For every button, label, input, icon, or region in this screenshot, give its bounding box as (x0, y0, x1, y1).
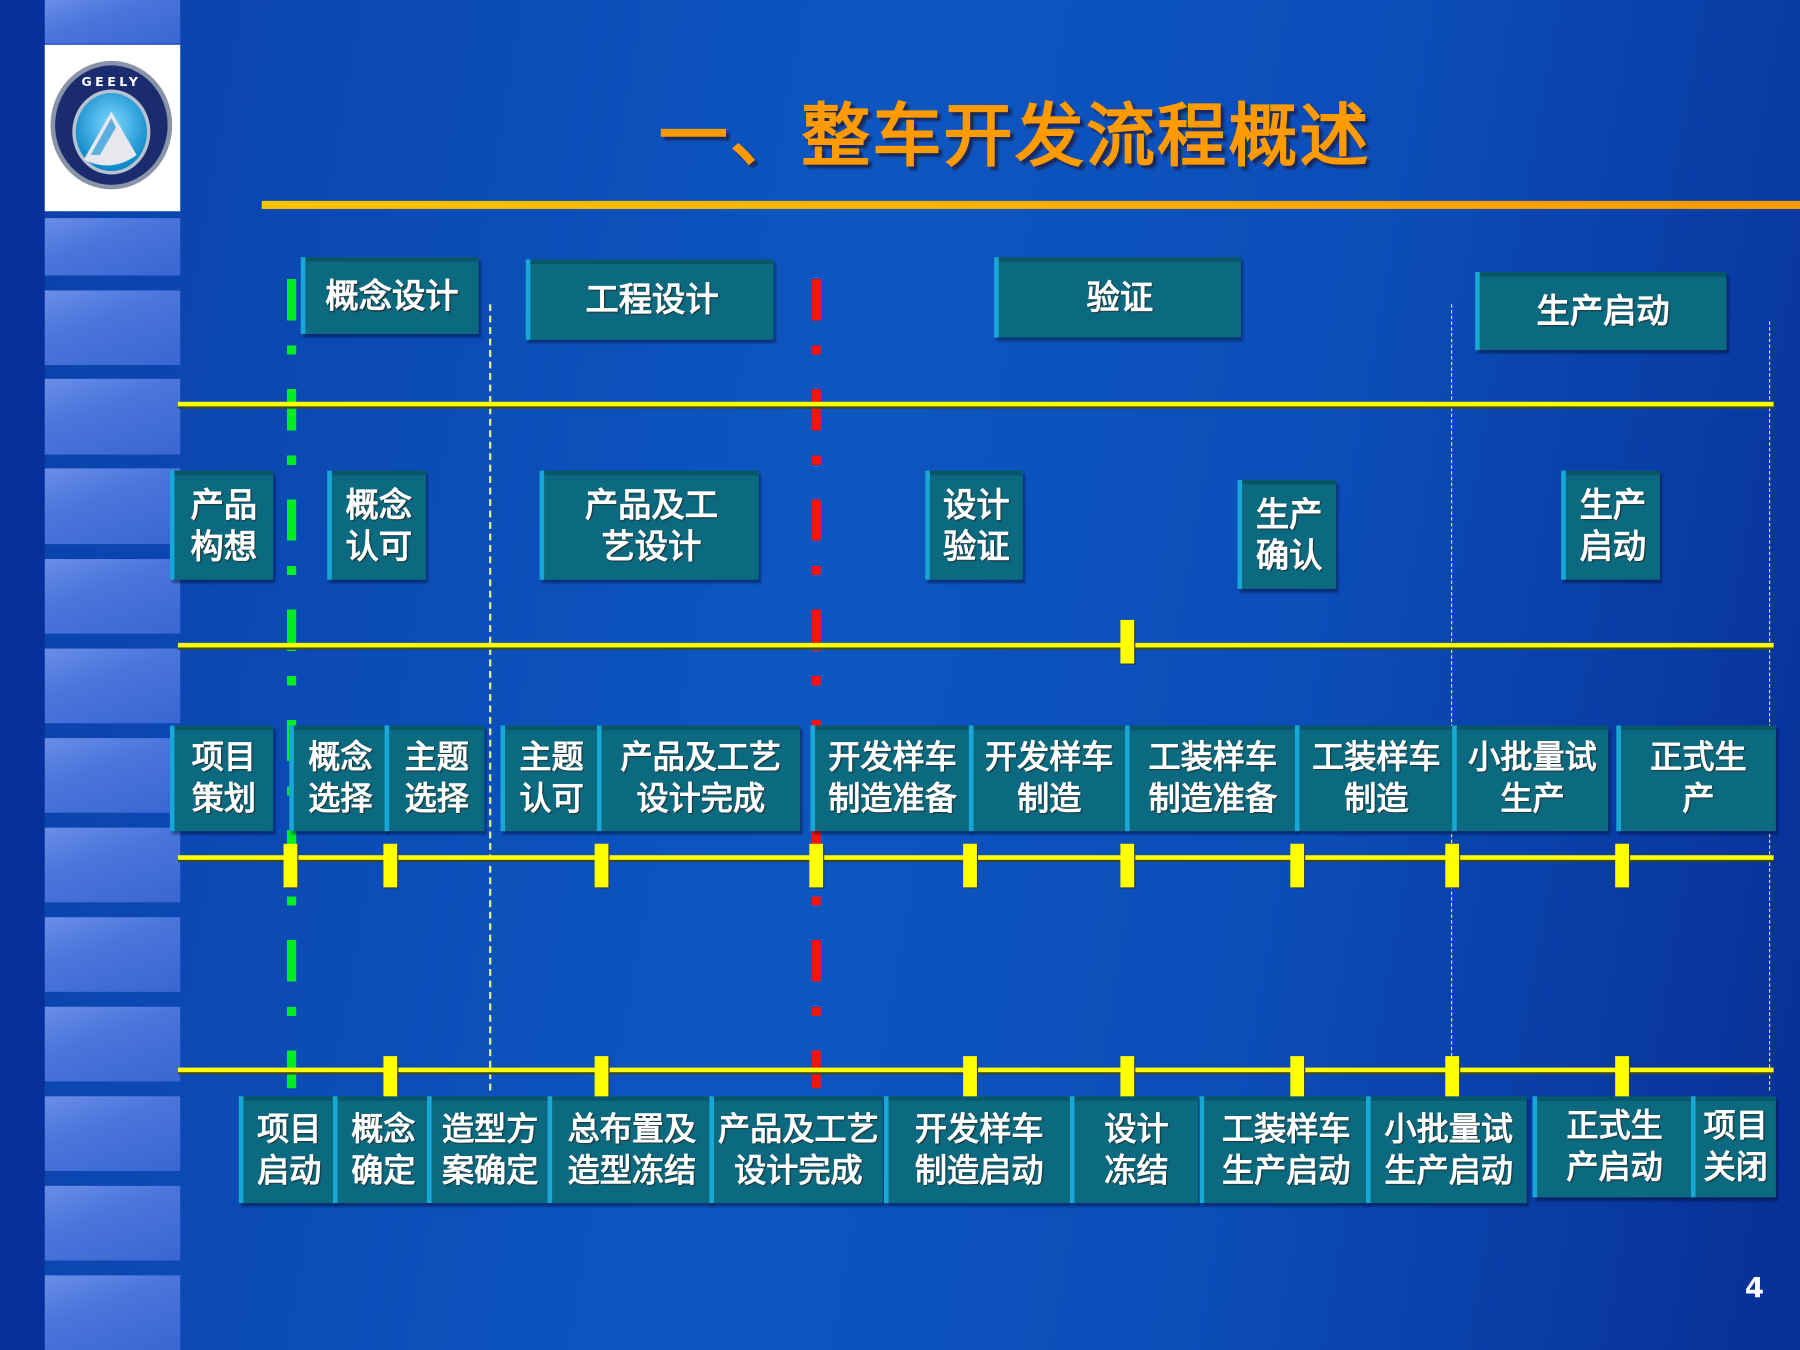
timeline-marker (1120, 619, 1135, 664)
stage-box: 生产 确认 (1237, 479, 1337, 589)
page-number: 4 (1744, 1271, 1765, 1305)
timeline-marker (1615, 843, 1629, 888)
gate-line-green (286, 278, 297, 1089)
stage-box: 概念 认可 (327, 470, 426, 580)
sidebar-tile (44, 468, 181, 545)
sidebar-tile (44, 917, 181, 992)
title-underline (261, 200, 1800, 209)
timeline-marker (1445, 843, 1460, 888)
timeline-marker (963, 843, 977, 888)
timeline (177, 642, 1774, 648)
slide-title: 一、整车开发流程概述 (658, 96, 1371, 177)
sidebar-tile (44, 290, 181, 366)
activity-box: 开发样车 制造 (968, 725, 1126, 832)
sidebar-tile (44, 218, 181, 276)
left-strip (0, 0, 45, 1350)
sidebar-tile (44, 1275, 181, 1350)
phase-box: 工程设计 (525, 259, 774, 340)
activity-box: 工装样车 制造 (1294, 725, 1454, 832)
geely-logo-icon: GEELY (50, 60, 173, 190)
sidebar-tile (44, 559, 181, 634)
timeline-marker (1120, 1056, 1135, 1100)
milestone-box: 总布置及 造型冻结 (547, 1096, 712, 1204)
milestone-box: 开发样车 制造启动 (883, 1096, 1070, 1204)
phase-divider-dotted (489, 304, 492, 1091)
timeline-marker (594, 843, 609, 888)
activity-box: 正式生 产 (1616, 725, 1776, 832)
timeline-marker (283, 843, 298, 888)
activity-box: 产品及工艺 设计完成 (596, 725, 801, 832)
sidebar-tile (44, 1006, 181, 1082)
activity-box: 小批量试 生产 (1452, 725, 1609, 832)
phase-box: 验证 (994, 257, 1241, 338)
stage-box: 产品 构想 (169, 470, 274, 580)
milestone-box: 项目 启动 (238, 1096, 336, 1204)
stage-box: 设计 验证 (925, 470, 1023, 580)
milestone-box: 小批量试 生产启动 (1366, 1096, 1527, 1204)
sidebar-tile (44, 827, 181, 903)
phase-box: 概念设计 (300, 257, 479, 335)
phase-divider-dotted (1451, 304, 1453, 1091)
activity-box: 项目 策划 (169, 725, 274, 832)
milestone-box: 造型方 案确定 (427, 1096, 549, 1204)
sidebar-tile (44, 648, 181, 724)
milestone-box: 设计 冻结 (1069, 1096, 1199, 1204)
timeline-marker (1120, 843, 1135, 888)
logo-panel: GEELY (44, 44, 181, 212)
timeline (177, 401, 1774, 407)
sidebar-tile (44, 1096, 181, 1171)
milestone-box: 工装样车 生产启动 (1199, 1096, 1369, 1204)
activity-box: 工装样车 制造准备 (1125, 725, 1297, 832)
activity-box: 主题 选择 (384, 725, 485, 832)
sidebar-tile (44, 378, 181, 455)
timeline-marker (1290, 1056, 1305, 1100)
milestone-box: 概念 确定 (332, 1096, 430, 1204)
activity-box: 开发样车 制造准备 (810, 725, 971, 832)
phase-box: 生产启动 (1475, 272, 1727, 351)
timeline-marker (1615, 1056, 1629, 1100)
stage-box: 产品及工 艺设计 (539, 470, 759, 580)
timeline-marker (1445, 1056, 1460, 1100)
timeline-marker (383, 1056, 398, 1100)
timeline-marker (809, 843, 824, 888)
milestone-box: 正式生 产启动 (1532, 1096, 1693, 1198)
activity-box: 概念 选择 (289, 725, 387, 832)
timeline-marker (594, 1056, 609, 1100)
stage-box: 生产 启动 (1561, 470, 1660, 580)
sidebar-tile (44, 0, 181, 44)
phase-divider-dotted (1769, 321, 1771, 1091)
svg-text:GEELY: GEELY (81, 74, 141, 89)
sidebar-tile (44, 1185, 181, 1261)
milestone-box: 项目 关闭 (1690, 1096, 1776, 1198)
timeline-marker (383, 843, 398, 888)
sidebar-tile (44, 738, 181, 813)
timeline-marker (1290, 843, 1305, 888)
gate-line-red (811, 278, 821, 1089)
activity-box: 主题 认可 (500, 725, 599, 832)
timeline-marker (963, 1056, 977, 1100)
milestone-box: 产品及工艺 设计完成 (709, 1096, 883, 1204)
